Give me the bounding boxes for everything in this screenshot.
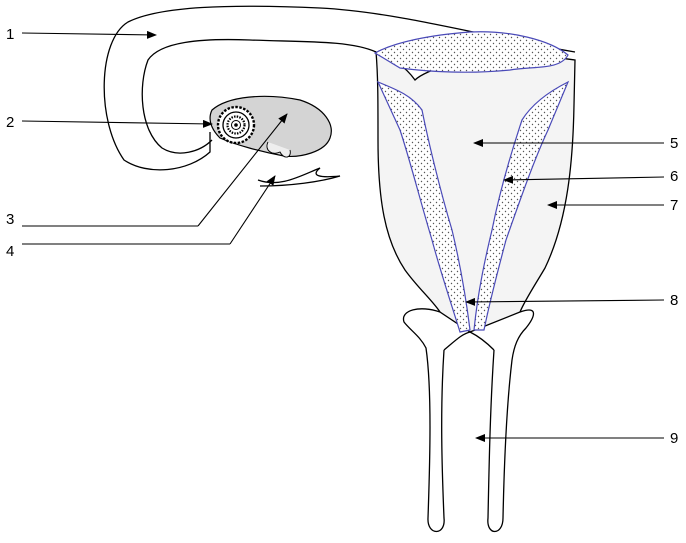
label-5: 5 [670,135,678,152]
ovary [210,96,331,157]
leader-line-4-diagonal [230,176,275,244]
label-4: 4 [6,243,14,260]
label-6: 6 [670,168,678,185]
leader-line-2 [22,121,212,124]
label-2: 2 [6,114,14,131]
vagina [403,309,533,532]
uterine-lining-top [375,32,568,72]
label-9: 9 [670,430,678,447]
label-1: 1 [6,26,14,43]
follicle [218,107,254,143]
number-labels: 1 2 3 4 5 6 7 8 9 [6,26,678,447]
label-7: 7 [670,197,678,214]
uterus-body [376,52,575,332]
label-3: 3 [6,211,14,228]
leader-line-1 [22,33,156,35]
label-8: 8 [670,292,678,309]
